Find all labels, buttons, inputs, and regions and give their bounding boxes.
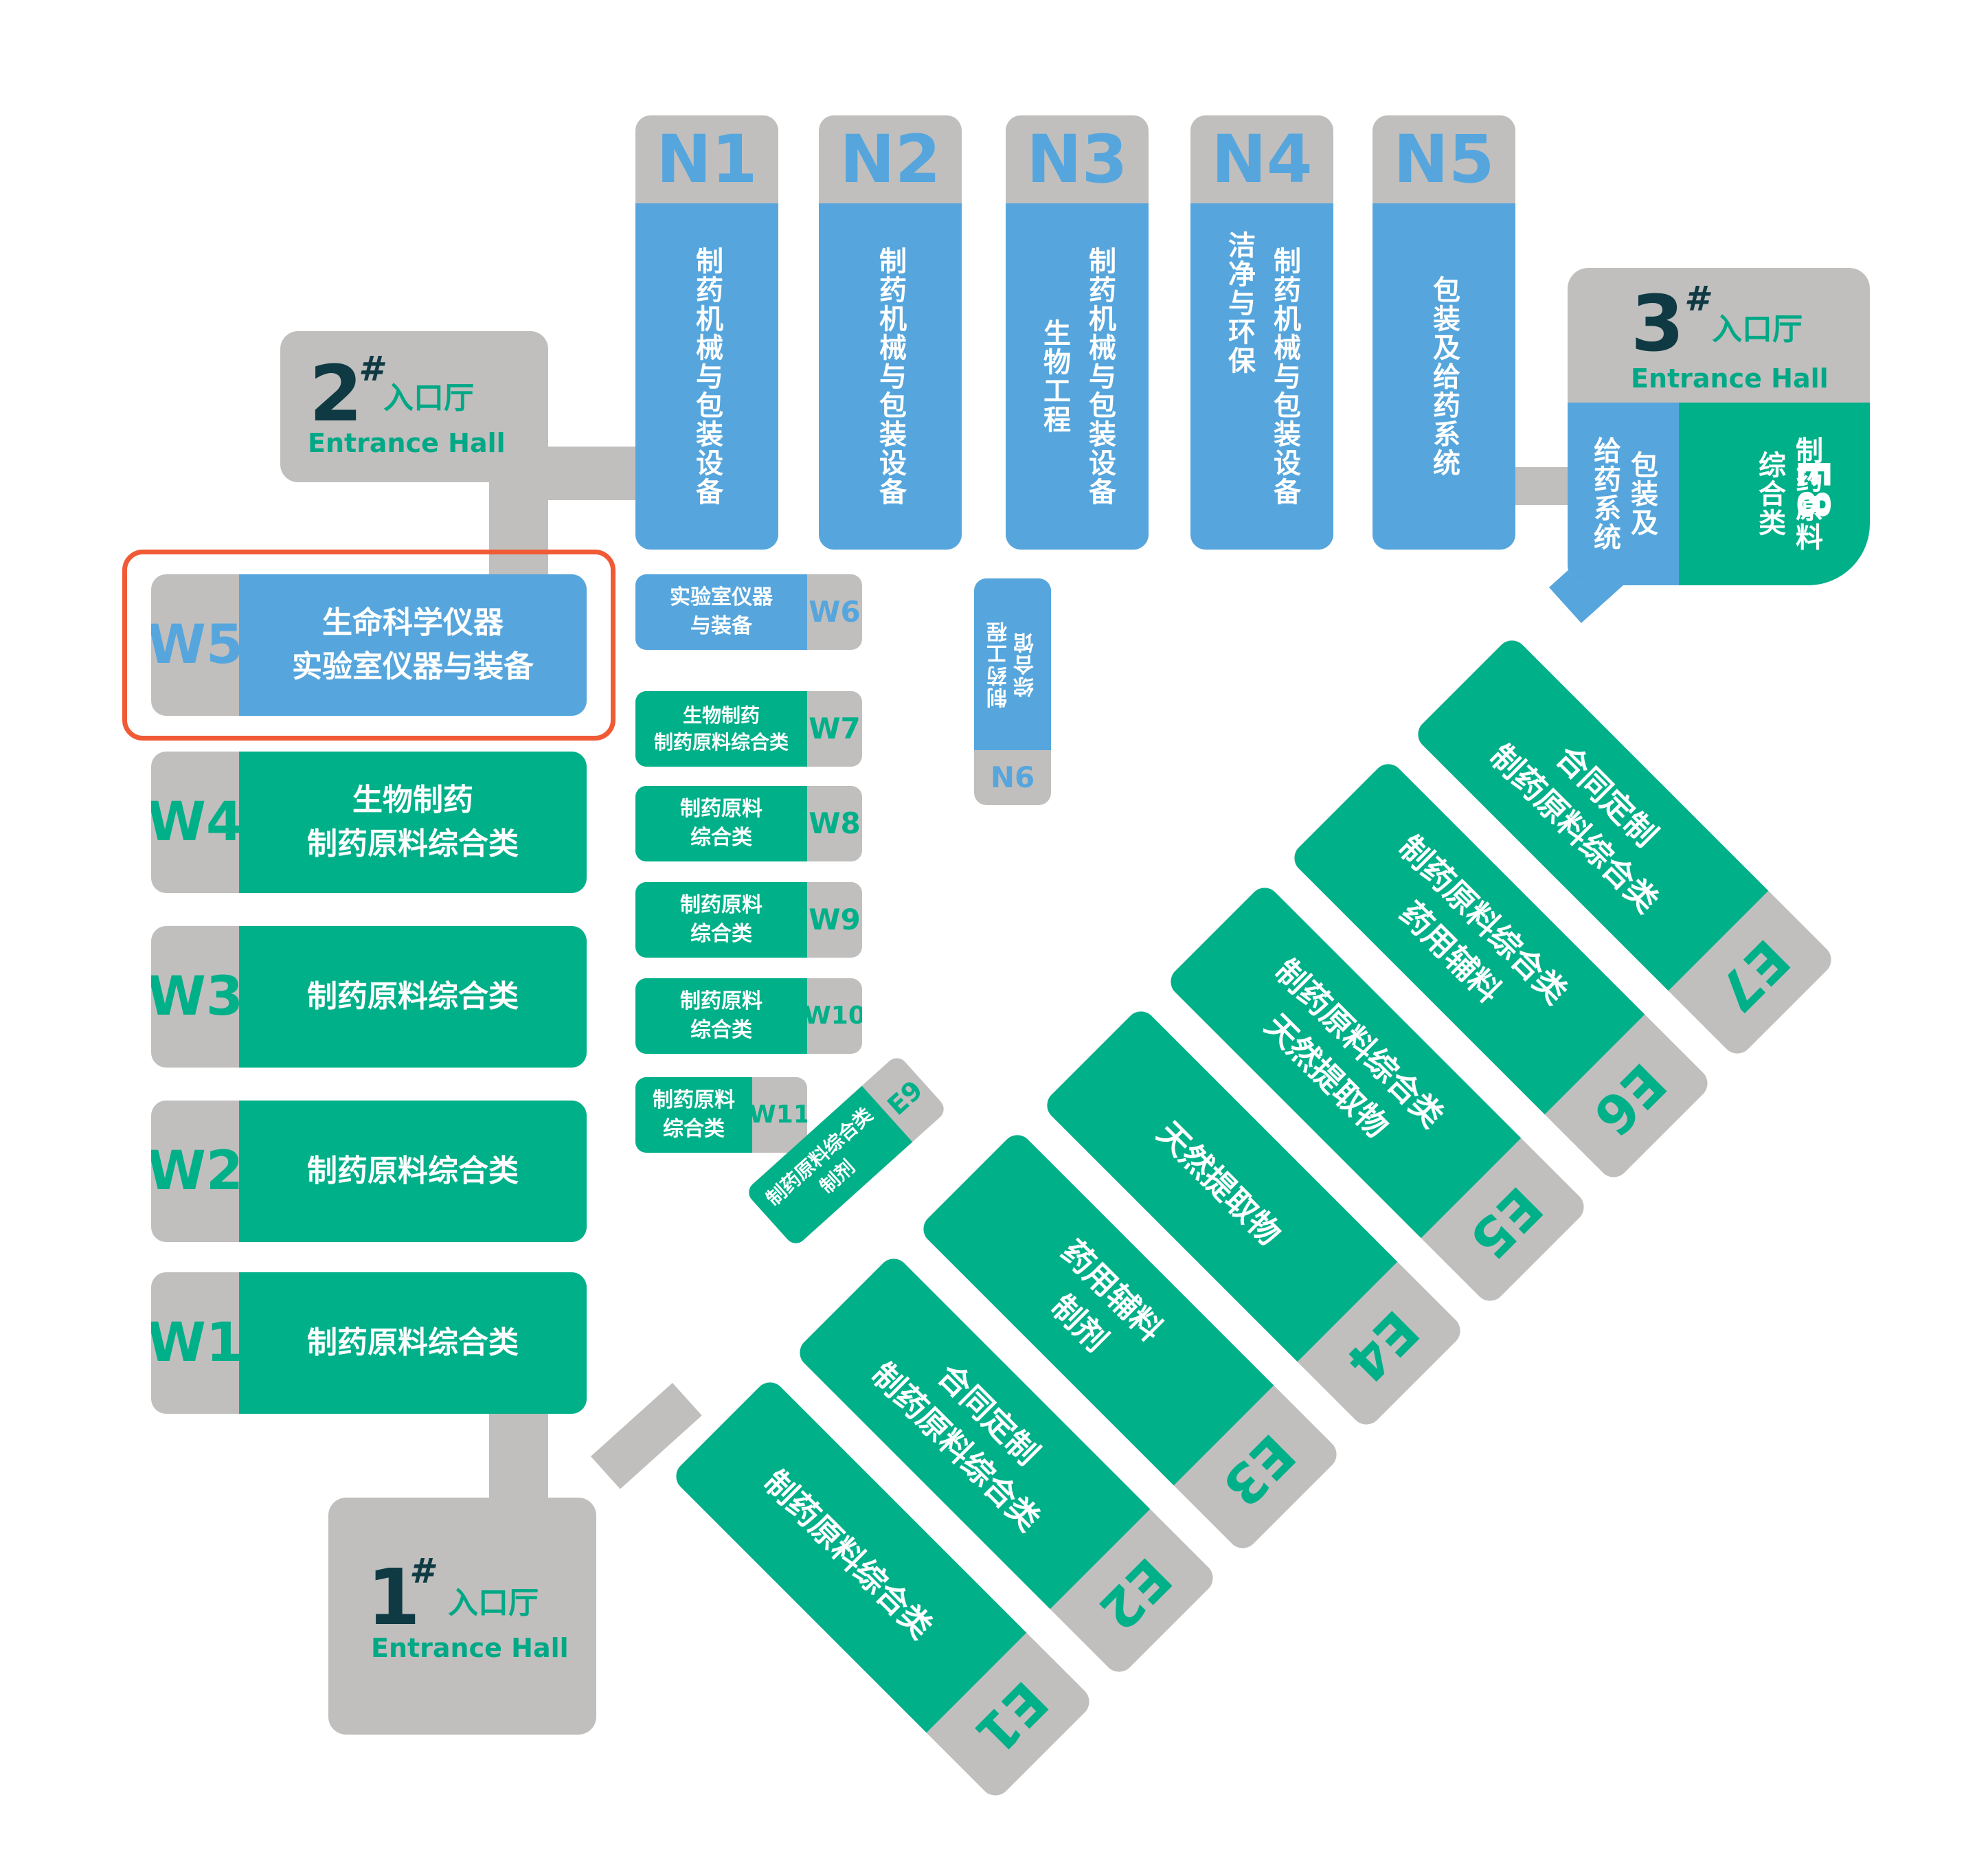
- hall-n5-code: N5: [1393, 121, 1495, 198]
- entrance-hall-2: 2 # 入口厅 Entrance Hall: [280, 331, 548, 482]
- hall-n5-body: 包装及给药系统: [1373, 203, 1515, 550]
- e8-green-section[interactable]: 制药原料 综合类 E8: [1679, 403, 1870, 585]
- entrance-2-number: 2: [309, 350, 363, 439]
- hall-n1-body: 制药机械与包装设备: [635, 203, 778, 550]
- hall-w10-code: W10: [804, 1002, 862, 1030]
- entrance-hall-3-e8: 3 # 入口厅 Entrance Hall 包装及 给药系统 制药原料 综合类 …: [1568, 268, 1870, 585]
- hall-w4[interactable]: W4 生物制药 制药原料综合类: [151, 752, 587, 893]
- hall-w5[interactable]: W5 生命科学仪器 实验室仪器与装备: [151, 574, 587, 716]
- hall-w5-label: 生命科学仪器 实验室仪器与装备: [239, 574, 587, 716]
- hall-w11[interactable]: 制药原料 综合类 W11: [635, 1077, 807, 1153]
- hall-n2[interactable]: N2 制药机械与包装设备: [819, 115, 962, 550]
- hall-w1-code: W1: [151, 1312, 244, 1374]
- hall-n6-code: N6: [990, 760, 1035, 794]
- hall-n3-code: N3: [1026, 121, 1128, 198]
- hall-w10-label: 制药原料 综合类: [635, 978, 807, 1054]
- hall-n2-label: 制药机械与包装设备: [874, 247, 906, 506]
- entrance-1-number: 1: [367, 1553, 420, 1643]
- entrance-3-number: 3: [1631, 280, 1684, 369]
- hall-n3-label-line2: 生物工程: [1039, 319, 1070, 434]
- hall-w7-label: 生物制药 制药原料综合类: [635, 691, 807, 767]
- entrance-2-cn: 入口厅: [383, 381, 474, 416]
- entrance-3-en: Entrance Hall: [1631, 363, 1829, 394]
- hall-w3-code: W3: [151, 966, 244, 1028]
- hall-n5-label: 包装及给药系统: [1428, 275, 1460, 477]
- hall-n1[interactable]: N1 制药机械与包装设备: [635, 115, 778, 550]
- entrance-hall-1: 1 # 入口厅 Entrance Hall: [328, 1498, 596, 1735]
- hall-n5[interactable]: N5 包装及给药系统: [1373, 115, 1515, 550]
- hall-n4-code: N4: [1211, 121, 1313, 198]
- hall-w2-code: W2: [151, 1140, 244, 1202]
- hall-w7[interactable]: 生物制药 制药原料综合类 W7: [635, 691, 862, 767]
- hall-w8-code: W8: [809, 807, 861, 840]
- hall-w7-code: W7: [809, 712, 861, 745]
- hall-w4-code: W4: [151, 791, 244, 853]
- hall-w6-code: W6: [809, 595, 861, 629]
- hall-n3-body: 制药机械与包装设备 生物工程: [1006, 203, 1149, 550]
- e8-blue-label: 包装及 给药系统: [1589, 436, 1658, 552]
- hall-n4[interactable]: N4 制药机械与包装设备 洁净与环保: [1190, 115, 1333, 550]
- hall-w10[interactable]: 制药原料 综合类 W10: [635, 978, 862, 1054]
- connector-n5-hall3: [1511, 467, 1573, 505]
- entrance-1-hash: #: [409, 1551, 433, 1591]
- hall-w8-label: 制药原料 综合类: [635, 786, 807, 861]
- connector-hall2-w5: [489, 474, 548, 591]
- hall-w3-label: 制药原料综合类: [239, 926, 587, 1068]
- hall-w3[interactable]: W3 制药原料综合类: [151, 926, 587, 1068]
- hall-n6[interactable]: 制药工程 综合馆 N6: [974, 578, 1051, 805]
- hall-n6-label: 制药工程 综合馆: [987, 620, 1038, 708]
- hall-n4-label-line1: 制药机械与包装设备: [1269, 247, 1300, 506]
- hall-n2-body: 制药机械与包装设备: [819, 203, 962, 550]
- entrance-1-cn: 入口厅: [448, 1586, 539, 1621]
- hall-n2-code: N2: [839, 121, 941, 198]
- connector-hall2-n1: [543, 447, 639, 500]
- entrance-2-hash: #: [359, 349, 383, 389]
- hall-w2[interactable]: W2 制药原料综合类: [151, 1101, 587, 1242]
- hall-n4-body: 制药机械与包装设备 洁净与环保: [1190, 203, 1333, 550]
- hall-w1-label: 制药原料综合类: [239, 1272, 587, 1414]
- hall-n3-label-line1: 制药机械与包装设备: [1084, 247, 1116, 506]
- hall-w9-label: 制药原料 综合类: [635, 882, 807, 958]
- hall-n1-code: N1: [656, 121, 758, 198]
- hall-w2-label: 制药原料综合类: [239, 1101, 587, 1242]
- hall-w6[interactable]: 实验室仪器 与装备 W6: [635, 574, 862, 650]
- e8-code: E8: [1787, 459, 1838, 520]
- hall-w8[interactable]: 制药原料 综合类 W8: [635, 786, 862, 861]
- entrance-3-cn: 入口厅: [1712, 312, 1803, 347]
- entrance-3-hash: #: [1684, 279, 1708, 319]
- hall-n4-label-line2: 洁净与环保: [1223, 231, 1255, 375]
- e8-blue-section[interactable]: 包装及 给药系统: [1568, 403, 1679, 585]
- hall-w11-code: W11: [749, 1101, 807, 1129]
- hall-n1-label: 制药机械与包装设备: [691, 247, 723, 506]
- e8-green-label: 制药原料 综合类: [1754, 436, 1822, 552]
- hall-w4-label: 生物制药 制药原料综合类: [239, 752, 587, 893]
- entrance-1-en: Entrance Hall: [371, 1633, 569, 1663]
- hall-w11-label: 制药原料 综合类: [635, 1077, 752, 1153]
- hall-w6-label: 实验室仪器 与装备: [635, 574, 807, 650]
- selected-hall-highlight: [122, 550, 615, 741]
- hall-n3[interactable]: N3 制药机械与包装设备 生物工程: [1006, 115, 1149, 550]
- hall-w1[interactable]: W1 制药原料综合类: [151, 1272, 587, 1414]
- hall-w5-code: W5: [151, 614, 244, 676]
- hall-w9-code: W9: [809, 903, 861, 936]
- hall-n6-body: 制药工程 综合馆: [974, 578, 1051, 750]
- entrance-2-en: Entrance Hall: [308, 428, 506, 458]
- hall-w9[interactable]: 制药原料 综合类 W9: [635, 882, 862, 958]
